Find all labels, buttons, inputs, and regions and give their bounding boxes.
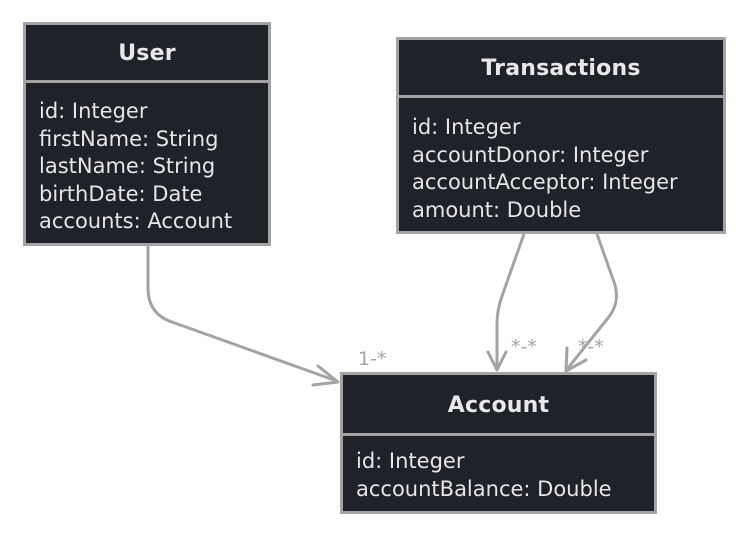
arrowhead-transactions-account-2: [564, 346, 588, 373]
edge-transactions-account-2: [566, 233, 618, 369]
attribute: accountDonor: Integer: [412, 142, 649, 167]
arrowhead-user-account: [311, 364, 340, 387]
class-user-title: User: [26, 25, 268, 83]
class-transactions-title: Transactions: [399, 40, 723, 98]
multiplicity-label: 1-*: [358, 348, 387, 370]
arrowhead-transactions-account-1: [486, 350, 508, 372]
attribute: lastName: String: [39, 154, 216, 178]
class-transactions-attributes: id: Integer accountDonor: Integer accoun…: [399, 98, 723, 224]
class-user[interactable]: User id: Integer firstName: String lastN…: [23, 22, 271, 246]
attribute: id: Integer: [356, 449, 465, 473]
attribute: firstName: String: [39, 126, 219, 151]
edge-transactions-account-1: [495, 233, 526, 368]
class-account-attributes: id: Integer accountBalance: Double: [343, 436, 654, 503]
class-account[interactable]: Account id: Integer accountBalance: Doub…: [340, 372, 657, 514]
attribute: accountAcceptor: Integer: [412, 170, 678, 194]
attribute: birthDate: Date: [39, 181, 203, 206]
edge-user-account: [146, 246, 335, 382]
attribute: id: Integer: [39, 99, 148, 123]
multiplicity-label: *-*: [578, 336, 604, 358]
attribute: amount: Double: [412, 197, 582, 222]
multiplicity-label: *-*: [511, 336, 537, 358]
attribute: id: Integer: [412, 115, 521, 139]
class-transactions[interactable]: Transactions id: Integer accountDonor: I…: [396, 37, 726, 234]
attribute: accountBalance: Double: [356, 476, 612, 501]
attribute: accounts: Account: [39, 209, 233, 233]
class-user-attributes: id: Integer firstName: String lastName: …: [26, 83, 268, 236]
class-account-title: Account: [343, 375, 654, 436]
